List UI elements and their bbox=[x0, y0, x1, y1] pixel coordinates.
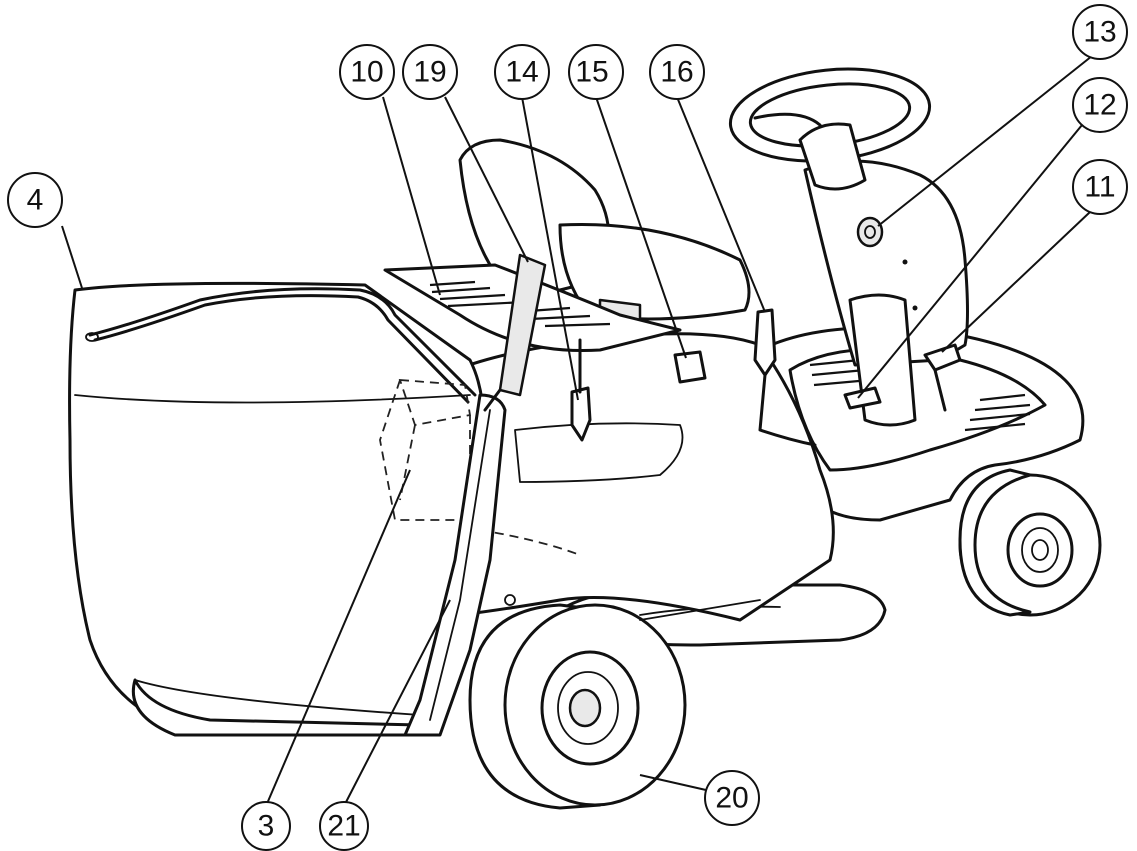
callout-label: 11 bbox=[1084, 171, 1115, 204]
callout-16: 16 bbox=[649, 44, 705, 100]
callout-20: 20 bbox=[704, 770, 760, 826]
callout-14: 14 bbox=[494, 44, 550, 100]
tractor-illustration bbox=[68, 67, 1102, 810]
lever-14 bbox=[570, 386, 592, 442]
callout-label: 10 bbox=[350, 56, 383, 89]
rear-wheel bbox=[468, 603, 687, 810]
grass-bag bbox=[68, 281, 581, 737]
callout-label: 16 bbox=[660, 56, 693, 89]
callout-label: 4 bbox=[27, 184, 44, 217]
callout-21: 21 bbox=[319, 801, 369, 851]
callout-10: 10 bbox=[339, 44, 395, 100]
steering-wheel bbox=[728, 67, 932, 191]
front-wheel bbox=[958, 468, 1102, 617]
bag-strut bbox=[403, 393, 507, 737]
lever-16 bbox=[753, 308, 777, 377]
callout-15: 15 bbox=[568, 44, 624, 100]
callout-3: 3 bbox=[241, 801, 291, 851]
callout-label: 3 bbox=[258, 810, 275, 843]
callout-4: 4 bbox=[7, 172, 63, 228]
callout-label: 19 bbox=[413, 56, 446, 89]
callout-label: 14 bbox=[505, 56, 538, 89]
callout-11: 11 bbox=[1072, 159, 1128, 215]
callout-label: 15 bbox=[575, 56, 608, 89]
callout-13: 13 bbox=[1072, 4, 1128, 60]
leader-lines bbox=[61, 55, 1093, 807]
callout-12: 12 bbox=[1072, 77, 1128, 133]
callout-label: 21 bbox=[327, 810, 360, 843]
callout-label: 13 bbox=[1083, 16, 1116, 49]
callouts: 4 10 19 14 15 16 13 12 bbox=[7, 4, 1128, 851]
lever-19 bbox=[498, 253, 547, 397]
callout-label: 20 bbox=[715, 782, 748, 815]
lever-15 bbox=[673, 350, 707, 384]
callout-19: 19 bbox=[402, 44, 458, 100]
callout-label: 12 bbox=[1083, 89, 1116, 122]
seat bbox=[458, 138, 751, 332]
